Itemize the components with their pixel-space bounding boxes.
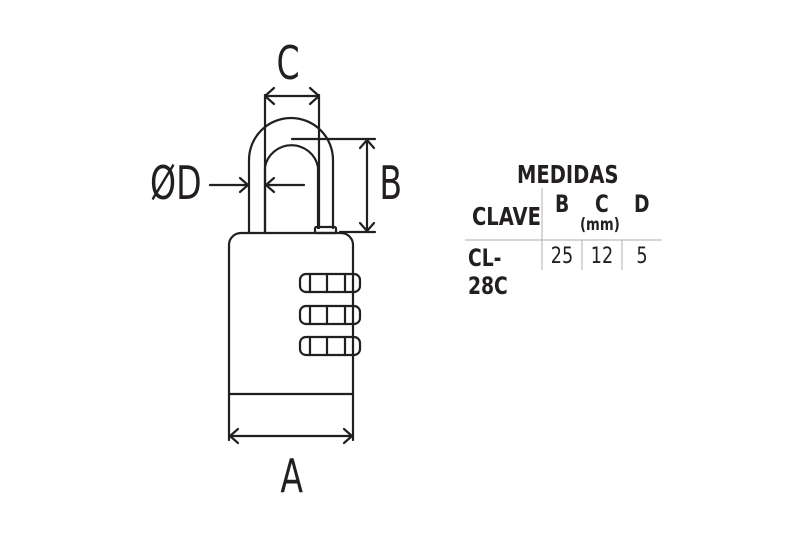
cell-c: 12	[590, 244, 614, 269]
table-title: MEDIDAS	[517, 160, 619, 189]
cell-d: 5	[636, 244, 648, 269]
combination-dials	[298, 272, 362, 357]
shackle-inner	[263, 144, 320, 235]
column-header-b: B	[555, 190, 570, 218]
lock-body	[227, 231, 355, 442]
label-b: B	[379, 156, 403, 210]
column-header-d: D	[634, 190, 650, 218]
unit-label: (mm)	[580, 215, 620, 235]
shackle-outer	[247, 116, 335, 235]
column-header-c: C	[595, 190, 609, 218]
label-a: A	[280, 449, 304, 503]
column-header-clave: CLAVE	[472, 202, 541, 231]
cell-b: 25	[550, 244, 574, 269]
label-d: ØD	[150, 156, 202, 210]
label-c: C	[276, 36, 300, 90]
row-clave: CL-28C	[468, 244, 508, 300]
